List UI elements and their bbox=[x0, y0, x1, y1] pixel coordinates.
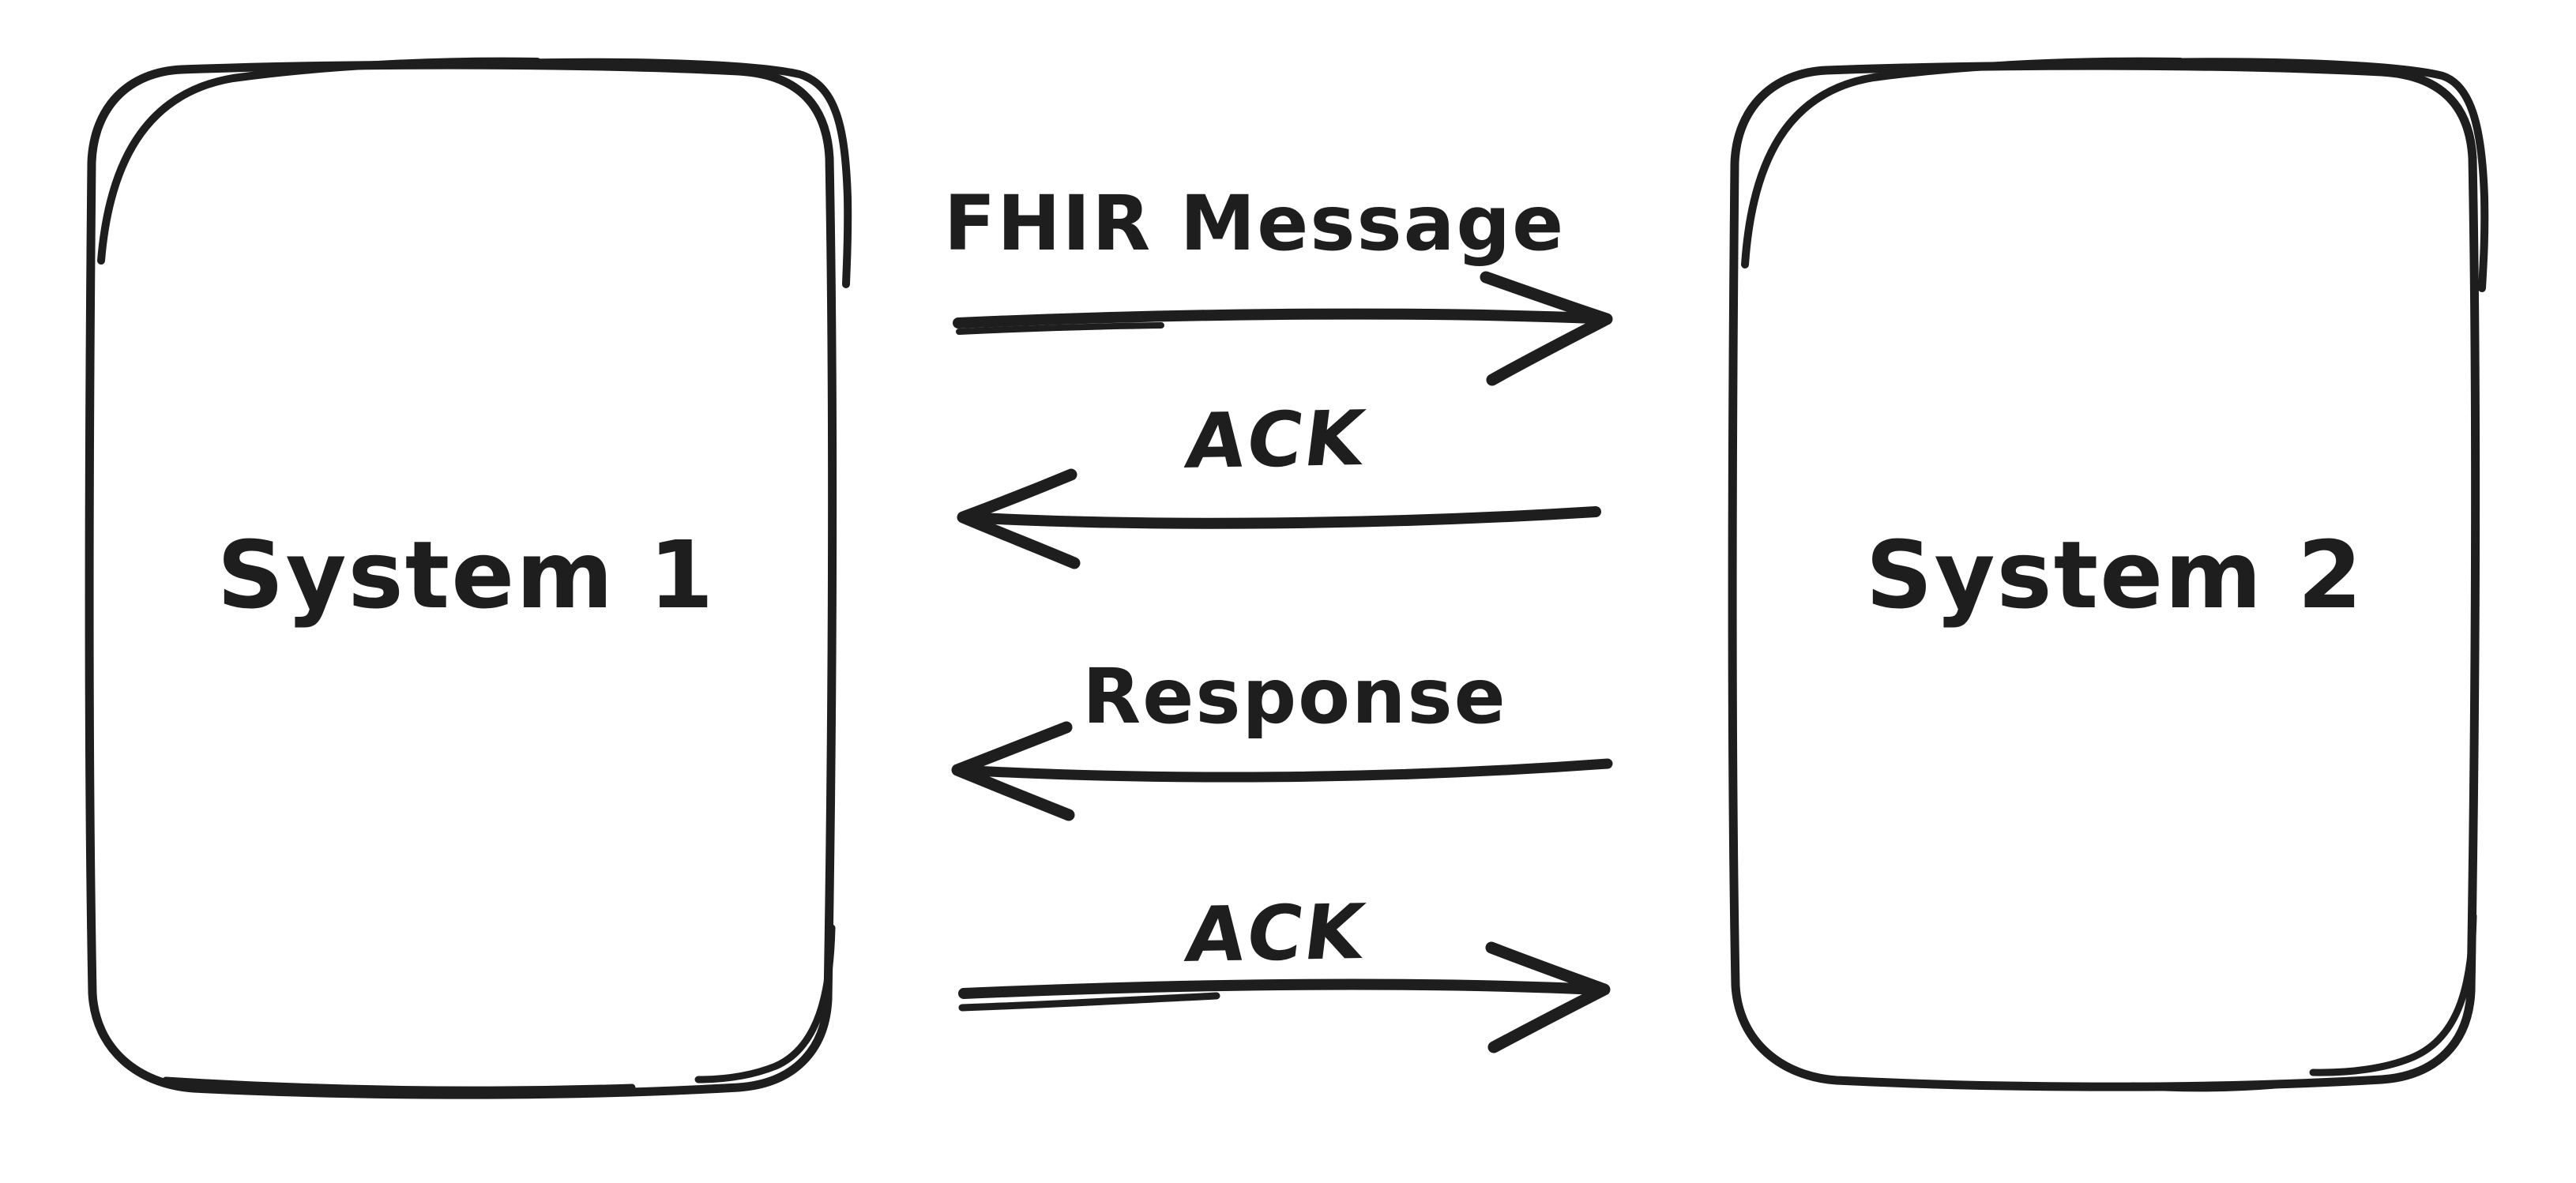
arrow-ack-2-shaft-overdraw bbox=[958, 992, 1220, 1012]
arrow-fhir-message bbox=[953, 271, 1613, 386]
message-response-label: Response bbox=[1082, 652, 1507, 741]
arrow-fhir-message-shaft bbox=[953, 308, 1600, 329]
arrow-ack-1 bbox=[957, 468, 1601, 569]
message-ack-2-label: ACK bbox=[1181, 888, 1371, 979]
system-1-box-overdraw-bottom bbox=[162, 1076, 636, 1094]
system-1-box-overdraw-top-right bbox=[502, 58, 852, 288]
arrow-ack-1-head bbox=[957, 468, 1081, 569]
system-1-box bbox=[85, 57, 852, 1099]
message-ack-1-label: ACK bbox=[1181, 394, 1371, 486]
message-fhir-label: FHIR Message bbox=[943, 179, 1566, 268]
system-2-box-overdraw-top-left bbox=[1741, 57, 2184, 269]
system-2-box-outline bbox=[1728, 61, 2480, 1091]
arrow-ack-2-head bbox=[1485, 941, 1611, 1053]
system-1-box-overdraw-top-left bbox=[97, 57, 541, 265]
arrow-ack-2-shaft bbox=[958, 978, 1603, 999]
arrow-response bbox=[951, 721, 1613, 821]
system-1-label: System 1 bbox=[216, 520, 716, 629]
system-1-box-outline bbox=[85, 60, 837, 1099]
system-2-label: System 2 bbox=[1865, 520, 2364, 629]
arrow-ack-1-shaft bbox=[960, 506, 1601, 529]
system-2-box bbox=[1728, 57, 2489, 1092]
system-2-box-overdraw-top-right bbox=[2145, 58, 2489, 292]
system-2-box-overdraw-bottom bbox=[2129, 1081, 2279, 1092]
arrow-ack-2 bbox=[958, 941, 1611, 1053]
system-2-box-overdraw-bottom-right bbox=[2309, 912, 2477, 1076]
arrow-fhir-message-head bbox=[1480, 271, 1613, 386]
arrow-fhir-message-shaft-overdraw bbox=[956, 322, 1164, 335]
system-1-box-overdraw-bottom-right bbox=[694, 924, 836, 1083]
arrow-response-head bbox=[951, 721, 1075, 821]
arrow-response-shaft bbox=[953, 758, 1613, 783]
